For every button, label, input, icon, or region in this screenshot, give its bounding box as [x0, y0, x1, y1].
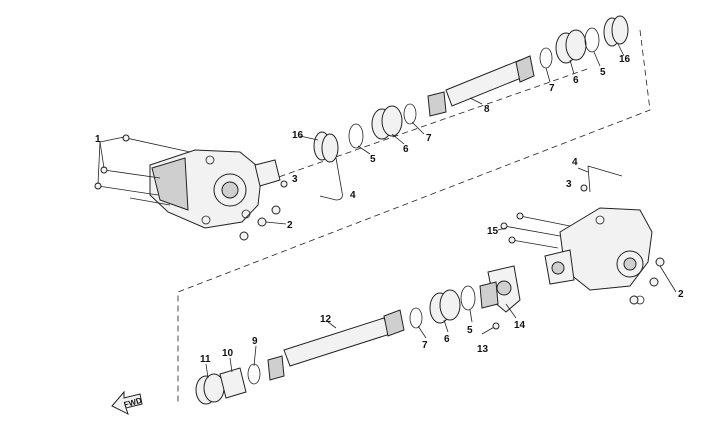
label-13: 13 [477, 344, 489, 355]
label-15: 15 [487, 226, 499, 237]
label-16-left: 16 [292, 130, 304, 141]
label-6-lower: 6 [444, 334, 450, 345]
label-7-upper-left: 7 [426, 133, 432, 144]
label-4-front: 4 [350, 190, 356, 201]
clip-7-right [539, 47, 553, 69]
alignment-dashed-lines [177, 29, 651, 402]
upper-shaft-assembly [313, 15, 629, 163]
lower-shaft-assembly [195, 281, 499, 405]
label-16-right: 16 [619, 54, 631, 65]
label-6-upper-left: 6 [403, 144, 409, 155]
leader-lines [205, 43, 625, 379]
label-12: 12 [320, 314, 332, 325]
nuts-part-2-rear [629, 257, 677, 305]
bolt-part-13 [481, 322, 500, 335]
label-1: 1 [95, 134, 101, 145]
vent-hose-front [280, 157, 343, 201]
boot-10 [219, 367, 247, 399]
clip-7-left [403, 103, 417, 125]
callout-labels: 1 2 3 4 16 5 6 7 8 7 6 5 16 4 3 15 2 14 … [95, 54, 684, 365]
label-4-rear: 4 [572, 157, 578, 168]
label-5-upper-right: 5 [600, 67, 606, 78]
label-10: 10 [222, 348, 234, 359]
label-7-lower: 7 [422, 340, 428, 351]
driveshaft-12 [283, 317, 391, 367]
clip-5-left [348, 123, 364, 149]
label-9: 9 [252, 336, 258, 347]
clip-5-lower [460, 285, 476, 311]
label-14: 14 [514, 320, 526, 331]
vent-hose-rear [580, 165, 623, 193]
label-3-rear: 3 [566, 179, 572, 190]
front-gearcase [149, 149, 281, 229]
label-2-front: 2 [287, 220, 293, 231]
label-5-upper-left: 5 [370, 154, 376, 165]
clip-7-lower [409, 307, 423, 329]
clip-9 [247, 363, 261, 385]
forward-arrow-icon: FWD [111, 390, 143, 415]
label-7-upper-right: 7 [549, 83, 555, 94]
label-6-upper-right: 6 [573, 75, 579, 86]
nuts-part-2-front [239, 205, 287, 241]
leader-lines-1 [97, 136, 125, 185]
label-11: 11 [200, 354, 211, 365]
driveshaft-8 [445, 59, 527, 107]
label-8: 8 [484, 104, 490, 115]
label-3-front: 3 [292, 174, 298, 185]
clip-5-right [584, 27, 600, 53]
label-2-rear: 2 [678, 289, 684, 300]
bolts-part-1 [94, 134, 191, 206]
bolts-part-15 [500, 212, 571, 249]
label-5-lower: 5 [467, 325, 473, 336]
rear-gearcase [544, 207, 653, 305]
